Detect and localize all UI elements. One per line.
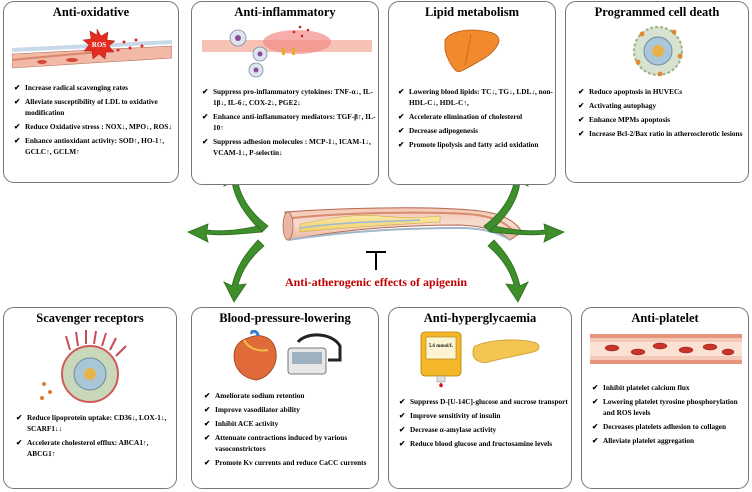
glucometer-reading: 5.6 mmol/L — [429, 344, 454, 349]
panel-anti-inflammatory: Anti-inflammatory Suppress pro-inflammat… — [191, 1, 379, 185]
list-item: Enhance anti-inflammatory mediators: TGF… — [202, 111, 376, 133]
list-item: Decrease α-amylase activity — [399, 424, 569, 435]
list-item: Alleviate platelet aggregation — [592, 435, 746, 446]
glucometer-pancreas-icon: 5.6 mmol/L — [420, 331, 540, 388]
liver-icon — [444, 29, 500, 73]
bullet-list: Increase radical scavenging rates Allevi… — [14, 82, 176, 160]
cell-receptor-illustration — [40, 330, 127, 403]
list-item: Suppress D-[U-14C]-glucose and sucrose t… — [399, 396, 569, 407]
panel-anti-hyperglycaemia: Anti-hyperglycaemia 5.6 mmol/L Suppress … — [388, 307, 572, 489]
list-item: Accelerate elimination of cholesterol — [398, 111, 554, 122]
panel-title: Blood-pressure-lowering — [219, 311, 351, 325]
bullet-list: Inhibit platelet calcium flux Lowering p… — [592, 382, 746, 449]
list-item: Inhibit ACE activity — [204, 418, 376, 429]
inflammation-illustration — [202, 25, 372, 78]
list-item: Reduce blood glucose and fructosamine le… — [399, 438, 569, 449]
list-item: Reduce apoptosis in HUVECs — [578, 86, 746, 97]
panel-title: Anti-hyperglycaemia — [423, 311, 537, 325]
bullet-list: Reduce lipoprotein uptake: CD36↓, LOX-1↓… — [16, 412, 176, 462]
list-item: Improve sensitivity of insulin — [399, 410, 569, 421]
panel-title: Lipid metabolism — [424, 5, 520, 19]
bullet-list: Reduce apoptosis in HUVECs Activating au… — [578, 86, 746, 142]
list-item: Promote Kv currents and reduce CaCC curr… — [204, 457, 376, 468]
ros-label: ROS — [92, 41, 107, 49]
panel-blood-pressure-lowering: Blood-pressure-lowering Ameliorate sodiu… — [191, 307, 379, 489]
list-item: Lowering platelet tyrosine phosphorylati… — [592, 396, 746, 418]
panel-programmed-cell-death: Programmed cell death Reduce apoptosis i… — [565, 1, 749, 183]
list-item: Suppress adhesion molecules : MCP-1↓, IC… — [202, 136, 376, 158]
artery-illustration — [282, 207, 523, 241]
list-item: Enhance MPMs apoptosis — [578, 114, 746, 125]
list-item: Reduce lipoprotein uptake: CD36↓, LOX-1↓… — [16, 412, 176, 434]
vessel-platelet-illustration — [590, 334, 742, 364]
center-title: Anti-atherogenic effects of apigenin — [284, 275, 468, 289]
panel-title: Anti-oxidative — [52, 5, 130, 19]
list-item: Attenuate contractions induced by variou… — [204, 432, 376, 454]
list-item: Activating autophagy — [578, 100, 746, 111]
panel-title: Scavenger receptors — [36, 311, 144, 325]
inhibition-symbol — [366, 251, 386, 270]
list-item: Alleviate susceptibility of LDL to oxida… — [14, 96, 176, 118]
bullet-list: Lowering blood lipids: TC↓, TG↓, LDL↓, n… — [398, 86, 554, 153]
list-item: Decrease adipogenesis — [398, 125, 554, 136]
panel-anti-oxidative: Anti-oxidative ROS Increase radical scav… — [3, 1, 179, 183]
list-item: Increase radical scavenging rates — [14, 82, 176, 93]
list-item: Promote lipolysis and fatty acid oxidati… — [398, 139, 554, 150]
list-item: Decreases platelets adhesion to collagen — [592, 421, 746, 432]
list-item: Inhibit platelet calcium flux — [592, 382, 746, 393]
cell-icon — [633, 26, 683, 77]
panel-lipid-metabolism: Lipid metabolism Lowering blood lipids: … — [388, 1, 556, 185]
list-item: Ameliorate sodium retention — [204, 390, 376, 401]
panel-title: Programmed cell death — [594, 5, 720, 19]
heart-bp-monitor-icon — [233, 330, 342, 381]
list-item: Accelerate cholesterol efflux: ABCA1↑, A… — [16, 437, 176, 459]
panel-scavenger-receptors: Scavenger receptors Reduce lipoprotein u… — [3, 307, 177, 489]
bullet-list: Suppress D-[U-14C]-glucose and sucrose t… — [399, 396, 569, 452]
bullet-list: Ameliorate sodium retention Improve vaso… — [204, 390, 376, 471]
list-item: Enhance antioxidant activity: SOD↑, HO-1… — [14, 135, 176, 157]
panel-title: Anti-platelet — [631, 311, 699, 325]
panel-anti-platelet: Anti-platelet Inhibit platelet calcium f… — [581, 307, 749, 489]
list-item: Lowering blood lipids: TC↓, TG↓, LDL↓, n… — [398, 86, 554, 108]
vessel-ros-illustration: ROS — [12, 28, 172, 69]
list-item: Increase Bcl-2/Bax ratio in atherosclero… — [578, 128, 746, 139]
panel-title: Anti-inflammatory — [234, 5, 336, 19]
list-item: Reduce Oxidative stress : NOX↓, MPO↓, RO… — [14, 121, 176, 132]
list-item: Suppress pro-inflammatory cytokines: TNF… — [202, 86, 376, 108]
bullet-list: Suppress pro-inflammatory cytokines: TNF… — [202, 86, 376, 161]
list-item: Improve vasodilator ability — [204, 404, 376, 415]
